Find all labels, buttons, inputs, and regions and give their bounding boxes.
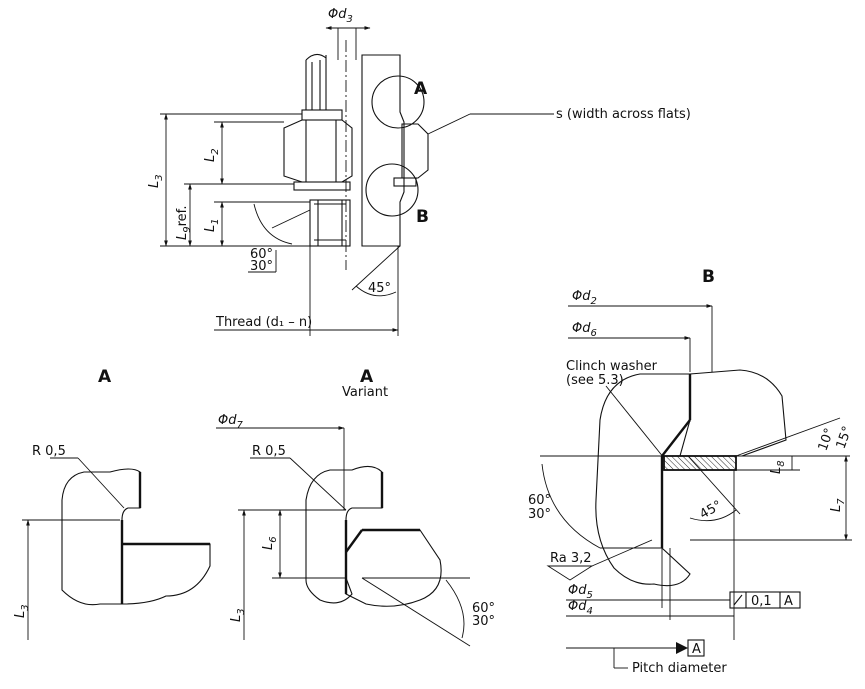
angle-60-label: 60° (250, 247, 273, 262)
angle-30-label: 30° (250, 259, 273, 274)
detail-b-title: B (702, 267, 715, 287)
angle-15-label: 15° (834, 424, 856, 451)
thread-label: Thread (d₁ – n) (215, 315, 312, 330)
angle-30-variant: 30° (472, 614, 495, 629)
L3-label: L3 (147, 174, 165, 188)
L3-label-variant: L3 (229, 608, 247, 622)
angle-45-top-label: 45° (368, 281, 391, 296)
r-label-variant: R 0,5 (252, 444, 286, 459)
angle-60-variant: 60° (472, 601, 495, 616)
phi-d3-label: Φd3 (328, 7, 353, 25)
phi-d2-label: Φd2 (572, 289, 597, 307)
L6-label: L6 (261, 536, 279, 550)
clinch-washer-line1: Clinch washer (566, 359, 658, 374)
datum-A-label: A (692, 642, 701, 657)
r-label-a: R 0,5 (32, 444, 66, 459)
top-view: Φd3 A B s (width across flats) (147, 7, 691, 336)
tolerance-value: 0,1 (751, 594, 772, 609)
phi-d4-label: Φd4 (568, 599, 593, 617)
tolerance-datum: A (784, 594, 793, 609)
detail-a-title: A (98, 367, 112, 387)
L9-ref-label: L9ref. (175, 206, 193, 240)
angle-30-b-label: 30° (528, 507, 551, 522)
L8-label: L8 (769, 460, 787, 474)
detail-a-variant: A Variant Φd7 R 0,5 L6 L3 60° 30° (216, 367, 495, 647)
phi-d6-label: Φd6 (572, 321, 597, 339)
detail-a-variant-title: A (360, 367, 374, 387)
L3-label-a: L3 (13, 604, 31, 618)
callout-B: B (416, 207, 429, 227)
s-width-label: s (width across flats) (556, 107, 691, 122)
callout-A: A (414, 79, 428, 99)
detail-b: B Φd2 Φd6 Clinch washer (see 5.3) 10° 15… (528, 267, 856, 676)
phi-d7-label: Φd7 (218, 413, 243, 431)
detail-a-variant-subtitle: Variant (342, 385, 388, 400)
tolerance-frame: 0,1 A (729, 591, 801, 609)
ra-label: Ra 3,2 (550, 551, 592, 566)
angle-10-label: 10° (816, 426, 838, 453)
detail-a: A R 0,5 L3 (13, 367, 211, 640)
angle-60-b-label: 60° (528, 493, 551, 508)
L1-label: L1 (203, 218, 221, 232)
pitch-diameter-label: Pitch diameter (632, 661, 727, 676)
L7-label: L7 (829, 498, 847, 512)
phi-d5-label: Φd5 (568, 583, 593, 601)
L2-label: L2 (203, 148, 221, 162)
clinch-washer-line2: (see 5.3) (566, 373, 624, 388)
